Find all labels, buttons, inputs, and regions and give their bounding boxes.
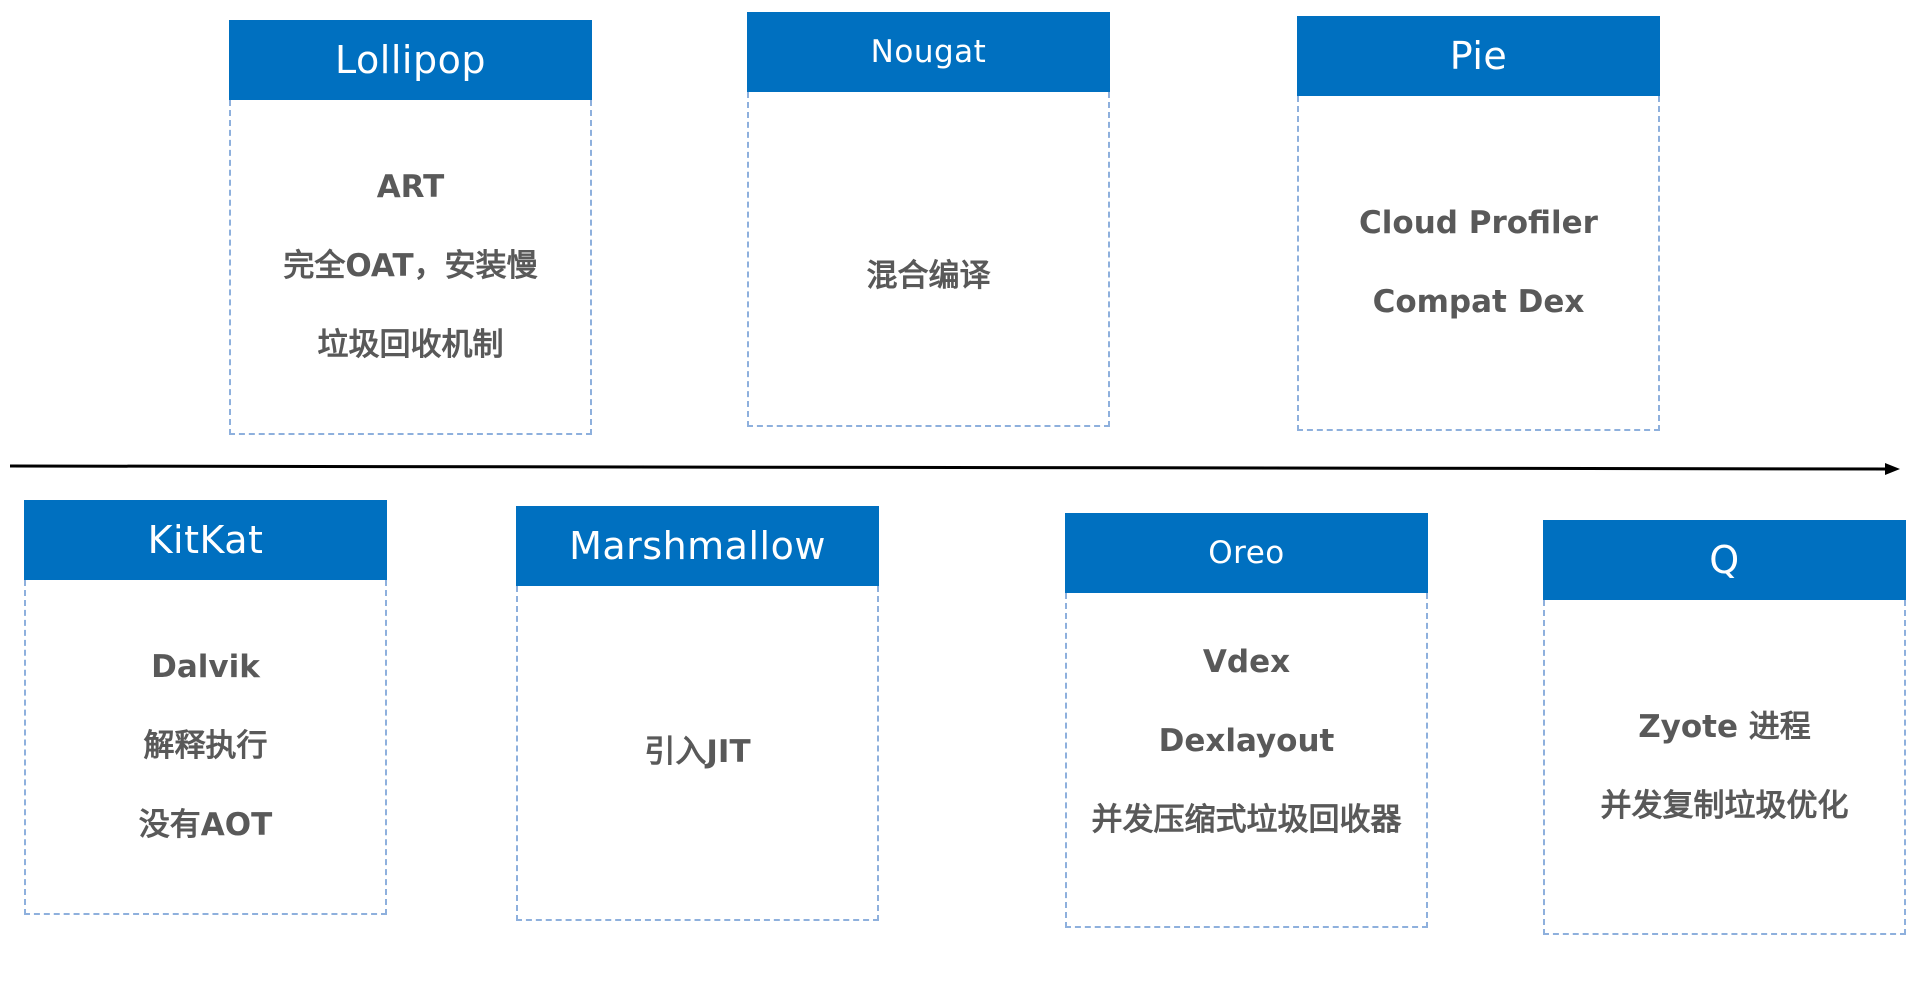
feature-line: 垃圾回收机制: [317, 327, 504, 363]
feature-line: 并发压缩式垃圾回收器: [1091, 802, 1402, 838]
feature-line: Vdex: [1202, 644, 1291, 680]
card-kitkat: KitKat Dalvik 解释执行 没有AOT: [24, 500, 387, 915]
card-oreo: Oreo Vdex Dexlayout 并发压缩式垃圾回收器: [1065, 513, 1428, 928]
feature-line: 混合编译: [866, 258, 991, 294]
timeline-arrowhead: [1885, 463, 1900, 475]
card-nougat: Nougat 混合编译: [747, 12, 1110, 427]
feature-line: Cloud Profiler: [1359, 204, 1598, 241]
card-header-marshmallow: Marshmallow: [516, 506, 879, 586]
card-q: Q Zyote 进程 并发复制垃圾优化: [1543, 520, 1906, 935]
card-body-oreo: Vdex Dexlayout 并发压缩式垃圾回收器: [1065, 593, 1428, 928]
card-pie: Pie Cloud Profiler Compat Dex: [1297, 16, 1660, 431]
feature-line: 完全OAT，安装慢: [283, 248, 538, 284]
feature-line: 解释执行: [143, 728, 268, 764]
card-header-oreo: Oreo: [1065, 513, 1428, 593]
card-body-lollipop: ART 完全OAT，安装慢 垃圾回收机制: [229, 100, 592, 435]
feature-line: 没有AOT: [138, 807, 273, 843]
card-header-kitkat: KitKat: [24, 500, 387, 580]
card-header-lollipop: Lollipop: [229, 20, 592, 100]
feature-line: Dalvik: [151, 649, 260, 685]
feature-line: Compat Dex: [1372, 283, 1585, 320]
feature-line: 并发复制垃圾优化: [1600, 787, 1849, 824]
card-lollipop: Lollipop ART 完全OAT，安装慢 垃圾回收机制: [229, 20, 592, 435]
card-marshmallow: Marshmallow 引入JIT: [516, 506, 879, 921]
card-header-q: Q: [1543, 520, 1906, 600]
feature-line: ART: [376, 169, 445, 205]
card-body-pie: Cloud Profiler Compat Dex: [1297, 96, 1660, 431]
card-body-kitkat: Dalvik 解释执行 没有AOT: [24, 580, 387, 915]
feature-line: 引入JIT: [644, 734, 751, 770]
card-body-nougat: 混合编译: [747, 92, 1110, 427]
card-body-q: Zyote 进程 并发复制垃圾优化: [1543, 600, 1906, 935]
feature-line: Dexlayout: [1158, 723, 1335, 759]
card-header-pie: Pie: [1297, 16, 1660, 96]
card-body-marshmallow: 引入JIT: [516, 586, 879, 921]
feature-line: Zyote 进程: [1638, 708, 1811, 745]
card-header-nougat: Nougat: [747, 12, 1110, 92]
timeline-line: [9, 464, 1891, 471]
